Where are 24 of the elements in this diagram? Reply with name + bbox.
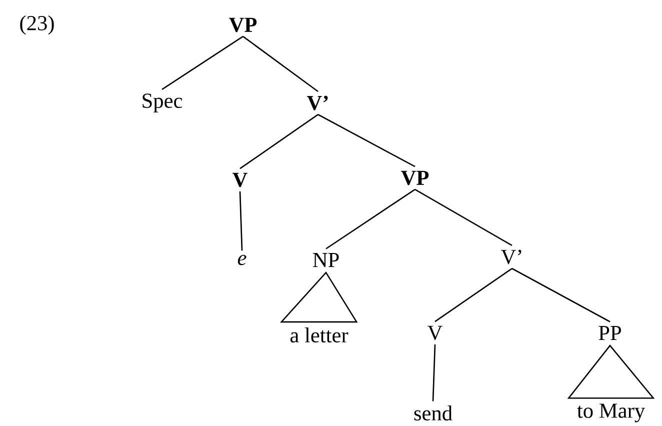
example-number: (23)	[20, 15, 54, 35]
tree-node-label: send	[414, 406, 452, 420]
branch-line	[326, 188, 416, 250]
branch-line	[240, 114, 318, 170]
tree-node-label: NP	[312, 253, 339, 267]
tree-node-label: V’	[306, 96, 328, 110]
branch-line	[318, 114, 416, 168]
tree-node-label: V	[232, 172, 248, 188]
tree-node-label: VP	[401, 170, 429, 186]
tree-node-label: VP	[229, 18, 257, 32]
tree-node-label: V	[428, 326, 442, 340]
branch-line	[414, 188, 512, 246]
branch-line	[434, 268, 512, 322]
branch-line	[239, 191, 243, 251]
branch-line	[432, 344, 436, 402]
branch-line	[512, 268, 610, 322]
branch-line	[242, 36, 318, 92]
tree-node-label: PP	[598, 326, 621, 340]
tree-node-label: Spec	[142, 94, 182, 112]
tree-node-label: to Mary	[577, 404, 645, 422]
tree-node-label: e	[238, 254, 246, 266]
tree-node-label: V’	[500, 250, 522, 264]
tree-node-label: a letter	[290, 328, 348, 342]
branch-line	[162, 36, 244, 90]
